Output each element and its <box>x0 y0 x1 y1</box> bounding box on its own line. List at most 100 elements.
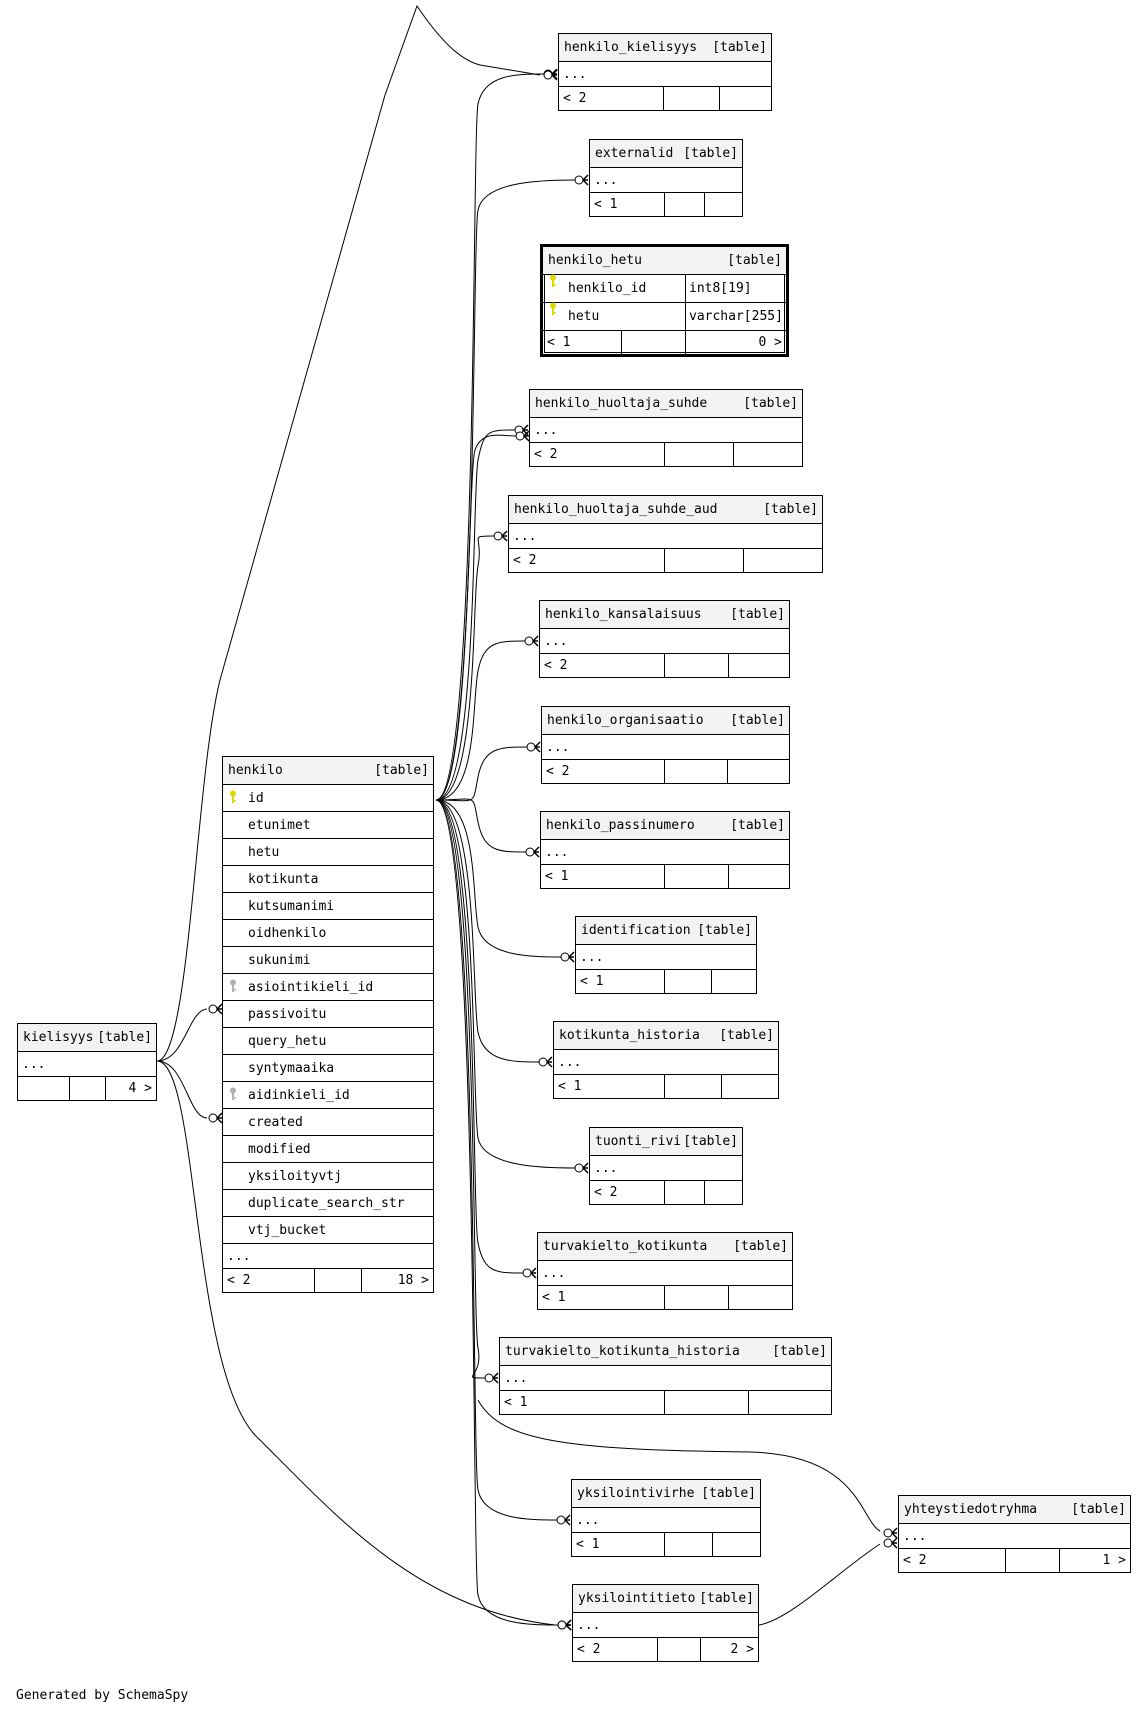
table-name[interactable]: turvakielto_kotikunta_historia <box>505 1344 740 1359</box>
table-header[interactable]: tuonti_rivi[table] <box>590 1128 742 1156</box>
table-header[interactable]: yksilointivirhe[table] <box>572 1480 760 1508</box>
table-yksilointivirhe[interactable]: yksilointivirhe[table]...< 1 <box>571 1479 761 1557</box>
children-count[interactable] <box>749 1391 831 1414</box>
table-henkilo-kansalaisuus[interactable]: henkilo_kansalaisuus[table]...< 2 <box>539 600 790 678</box>
parents-count[interactable]: < 2 <box>223 1269 315 1292</box>
table-name[interactable]: henkilo_huoltaja_suhde <box>535 396 708 411</box>
column-row[interactable]: passivoitu <box>223 1001 433 1028</box>
table-name[interactable]: tuonti_rivi <box>595 1134 682 1149</box>
children-count[interactable]: 1 > <box>1102 1553 1126 1568</box>
table-header[interactable]: identification[table] <box>576 917 756 945</box>
parents-count[interactable]: < 1 <box>576 970 665 993</box>
table-name[interactable]: turvakielto_kotikunta <box>543 1239 708 1254</box>
column-row[interactable]: vtj_bucket <box>223 1217 433 1244</box>
column-row[interactable]: hetu <box>223 839 433 866</box>
parents-count[interactable]: < 2 <box>540 654 665 677</box>
table-header[interactable]: yhteystiedotryhma[table] <box>899 1496 1130 1524</box>
parents-count[interactable]: < 1 <box>500 1391 665 1414</box>
table-tuonti-rivi[interactable]: tuonti_rivi[table]...< 2 <box>589 1127 743 1205</box>
column-row[interactable]: created <box>223 1109 433 1136</box>
children-count[interactable] <box>720 87 771 110</box>
parents-count[interactable]: < 2 <box>590 1181 665 1204</box>
children-count[interactable]: 4 > <box>128 1081 152 1096</box>
children-count[interactable]: 18 > <box>397 1273 429 1288</box>
parents-count[interactable] <box>18 1077 70 1100</box>
table-name[interactable]: henkilo_kielisyys <box>564 40 698 55</box>
table-name[interactable]: henkilo_huoltaja_suhde_aud <box>514 502 718 517</box>
column-row[interactable]: asiointikieli_id <box>223 974 433 1001</box>
column-row[interactable]: query_hetu <box>223 1028 433 1055</box>
parents-count[interactable]: < 2 <box>559 87 664 110</box>
children-count[interactable] <box>729 865 789 888</box>
parents-count[interactable]: < 2 <box>530 443 665 466</box>
table-name[interactable]: henkilo <box>228 763 283 778</box>
table-name[interactable]: kotikunta_historia <box>559 1028 700 1043</box>
column-row[interactable]: id <box>223 785 433 812</box>
children-count[interactable] <box>705 1181 742 1204</box>
table-name[interactable]: henkilo_passinumero <box>546 818 695 833</box>
parents-count[interactable]: < 2 <box>899 1549 1006 1572</box>
table-henkilo-organisaatio[interactable]: henkilo_organisaatio[table]...< 2 <box>541 706 790 784</box>
table-henkilo-kielisyys[interactable]: henkilo_kielisyys[table]...< 2 <box>558 33 772 111</box>
table-header[interactable]: henkilo_passinumero[table] <box>541 812 789 840</box>
table-name[interactable]: henkilo_organisaatio <box>547 713 704 728</box>
parents-count[interactable]: < 1 <box>590 193 665 216</box>
column-row[interactable]: aidinkieli_id <box>223 1082 433 1109</box>
column-row[interactable]: kutsumanimi <box>223 893 433 920</box>
children-count[interactable] <box>729 1286 792 1309</box>
table-henkilo-huoltaja-suhde[interactable]: henkilo_huoltaja_suhde[table]...< 2 <box>529 389 803 467</box>
column-row[interactable]: etunimet <box>223 812 433 839</box>
children-count[interactable] <box>705 193 742 216</box>
table-header[interactable]: kielisyys[table] <box>18 1024 156 1052</box>
children-count[interactable]: 2 > <box>730 1642 754 1657</box>
column-row[interactable]: modified <box>223 1136 433 1163</box>
table-name[interactable]: yksilointivirhe <box>577 1486 695 1501</box>
column-row[interactable]: sukunimi <box>223 947 433 974</box>
column-row[interactable]: duplicate_search_str <box>223 1190 433 1217</box>
table-name[interactable]: yhteystiedotryhma <box>904 1502 1038 1517</box>
table-name[interactable]: henkilo_kansalaisuus <box>545 607 702 622</box>
table-header[interactable]: henkilo_kielisyys[table] <box>559 34 771 62</box>
parents-count[interactable]: < 2 <box>542 760 665 783</box>
table-name[interactable]: identification <box>581 923 691 938</box>
table-henkilo-passinumero[interactable]: henkilo_passinumero[table]...< 1 <box>540 811 790 889</box>
table-header[interactable]: turvakielto_kotikunta_historia[table] <box>500 1338 831 1366</box>
table-header[interactable]: henkilo_huoltaja_suhde[table] <box>530 390 802 418</box>
column-row[interactable]: oidhenkilo <box>223 920 433 947</box>
children-count[interactable] <box>722 1075 778 1098</box>
table-header[interactable]: henkilo [table] <box>223 757 433 785</box>
table-name[interactable]: henkilo_hetu <box>548 253 642 268</box>
table-header[interactable]: yksilointitieto[table] <box>573 1585 758 1613</box>
parents-count[interactable]: < 1 <box>554 1075 665 1098</box>
table-header[interactable]: henkilo_hetu [table] <box>543 247 786 275</box>
parents-count[interactable]: < 1 <box>541 865 665 888</box>
parents-count[interactable]: < 1 <box>538 1286 665 1309</box>
table-identification[interactable]: identification[table]...< 1 <box>575 916 757 994</box>
column-row[interactable]: kotikunta <box>223 866 433 893</box>
children-count[interactable] <box>712 970 756 993</box>
children-count[interactable] <box>744 549 822 572</box>
table-turvakielto-kotikunta[interactable]: turvakielto_kotikunta[table]...< 1 <box>537 1232 793 1310</box>
children-count[interactable] <box>729 654 789 677</box>
table-header[interactable]: externalid[table] <box>590 140 742 168</box>
table-turvakielto-kotikunta-historia[interactable]: turvakielto_kotikunta_historia[table]...… <box>499 1337 832 1415</box>
parents-count[interactable]: < 2 <box>573 1638 658 1661</box>
children-count[interactable] <box>713 1533 760 1556</box>
children-count[interactable] <box>728 760 789 783</box>
parents-count[interactable]: < 1 <box>543 331 622 354</box>
table-name[interactable]: yksilointitieto <box>578 1591 696 1606</box>
column-row[interactable]: yksiloityvtj <box>223 1163 433 1190</box>
table-externalid[interactable]: externalid[table]...< 1 <box>589 139 743 217</box>
table-header[interactable]: turvakielto_kotikunta[table] <box>538 1233 792 1261</box>
children-count[interactable]: 0 > <box>758 335 782 350</box>
table-name[interactable]: kielisyys <box>23 1030 94 1045</box>
table-kotikunta-historia[interactable]: kotikunta_historia[table]...< 1 <box>553 1021 779 1099</box>
table-header[interactable]: henkilo_kansalaisuus[table] <box>540 601 789 629</box>
table-header[interactable]: henkilo_organisaatio[table] <box>542 707 789 735</box>
